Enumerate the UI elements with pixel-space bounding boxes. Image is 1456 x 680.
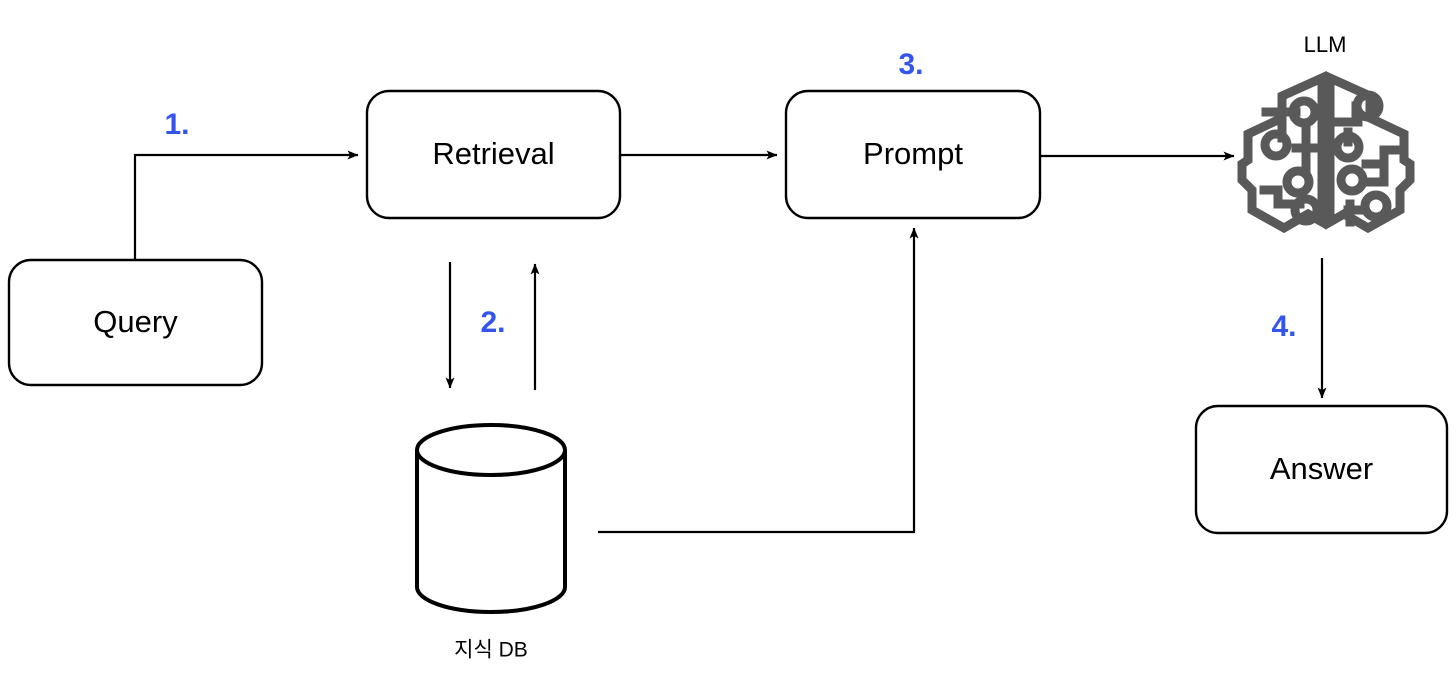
prompt-box-shape <box>784 89 1042 220</box>
step-label-1: 1. <box>164 108 189 141</box>
connector-query-to-retrieval <box>133 150 359 260</box>
node-knowledge-db[interactable]: 지식 DB <box>415 423 567 662</box>
step-label-3: 3. <box>898 48 923 81</box>
node-retrieval[interactable]: Retrieval <box>365 89 622 220</box>
node-prompt[interactable]: Prompt <box>784 89 1042 220</box>
node-query[interactable]: Query <box>7 258 264 387</box>
prompt-label: Prompt <box>863 136 963 171</box>
brain-icon <box>1237 71 1415 234</box>
db-cylinder-body <box>415 450 567 614</box>
llm-label: LLM <box>1304 32 1347 57</box>
node-llm[interactable]: LLM <box>1237 32 1415 234</box>
step-label-2: 2. <box>480 306 505 339</box>
query-box-shape <box>7 258 264 387</box>
connector-db-to-prompt <box>598 227 919 534</box>
answer-label: Answer <box>1270 451 1373 486</box>
knowledge-db-label: 지식 DB <box>454 639 528 662</box>
retrieval-label: Retrieval <box>432 136 554 171</box>
node-answer[interactable]: Answer <box>1194 404 1449 535</box>
db-cylinder-top <box>415 423 567 477</box>
answer-box-shape <box>1194 404 1449 535</box>
query-label: Query <box>93 304 178 339</box>
retrieval-box-shape <box>365 89 622 220</box>
step-label-4: 4. <box>1271 310 1296 343</box>
